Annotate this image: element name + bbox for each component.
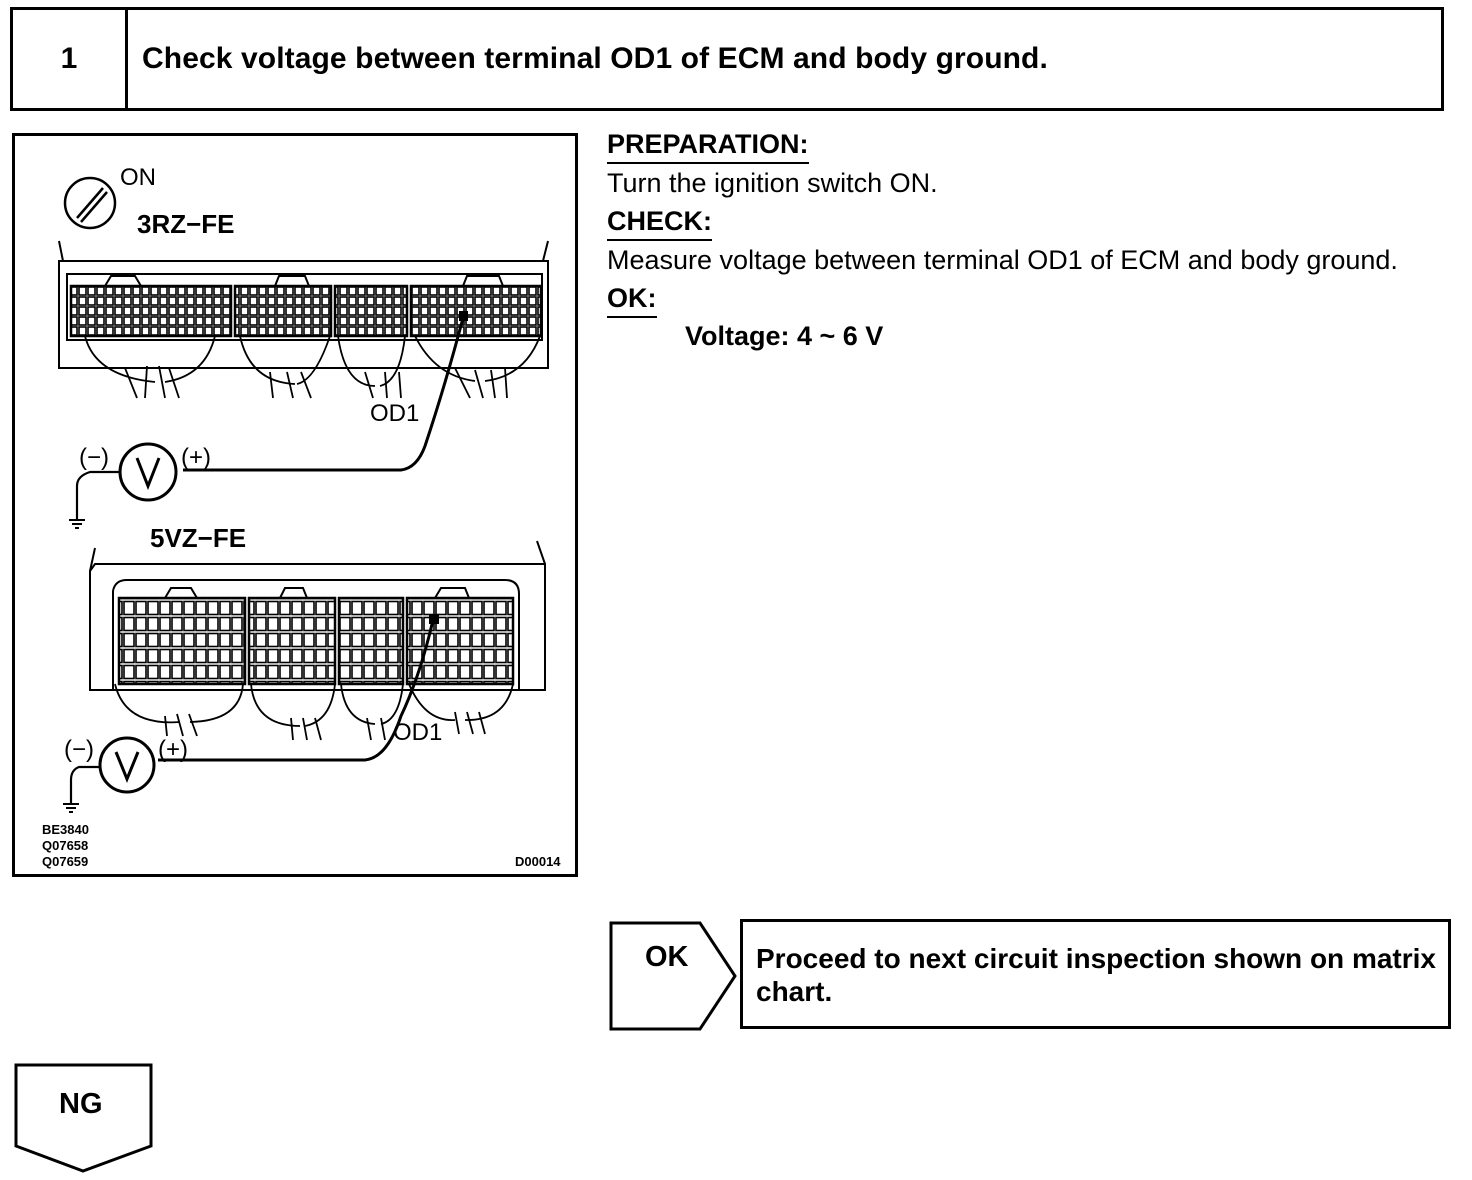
ecm-wiring-figure: ON 3RZ−FE OD1 (−) (+) 5VZ−FE OD1 (−) (+)… <box>12 133 578 877</box>
engine-5vz-fe-label: 5VZ−FE <box>150 523 247 553</box>
ignition-on-label: ON <box>120 164 156 191</box>
minus-label-bottom: (−) <box>64 736 94 763</box>
engine-3rz-fe-label: 3RZ−FE <box>137 209 235 239</box>
figure-codes-left: BE3840 Q07658 Q07659 <box>42 822 89 870</box>
check-heading: CHECK: <box>607 203 712 241</box>
ng-label: NG <box>59 1088 103 1120</box>
ok-label: OK <box>645 941 689 973</box>
ecm-3rz-fe-connector <box>58 240 549 399</box>
figure-code: Q07659 <box>42 854 89 869</box>
ok-arrow-shape <box>609 921 737 1031</box>
ok-heading: OK: <box>607 280 657 318</box>
voltmeter-top <box>69 442 178 529</box>
ignition-key-icon <box>63 176 117 230</box>
ecm-5vz-fe-connector <box>89 540 546 741</box>
od1-terminal-label-top: OD1 <box>370 400 420 427</box>
ok-result-box: Proceed to next circuit inspection shown… <box>740 919 1451 1029</box>
plus-label-bottom: (+) <box>158 736 188 763</box>
figure-code: Q07658 <box>42 838 89 853</box>
figure-code-right: D00014 <box>515 854 561 869</box>
ok-voltage-spec: Voltage: 4 ~ 6 V <box>685 321 884 351</box>
instructions: PREPARATION: Turn the ignition switch ON… <box>607 126 1449 385</box>
ng-arrow-shape <box>14 1063 153 1173</box>
minus-label-top: (−) <box>79 444 109 471</box>
step-title: Check voltage between terminal OD1 of EC… <box>142 42 1048 75</box>
ecm-connector-diagram <box>58 176 549 813</box>
preparation-heading: PREPARATION: <box>607 126 809 164</box>
preparation-text: Turn the ignition switch ON. <box>607 168 938 198</box>
plus-label-top: (+) <box>181 444 211 471</box>
od1-terminal-label-bottom: OD1 <box>393 719 443 746</box>
figure-code: BE3840 <box>42 822 89 837</box>
step-number: 1 <box>13 10 128 108</box>
step-header: 1 Check voltage between terminal OD1 of … <box>10 7 1444 111</box>
check-text: Measure voltage between terminal OD1 of … <box>607 245 1398 275</box>
voltmeter-bottom <box>63 736 156 813</box>
